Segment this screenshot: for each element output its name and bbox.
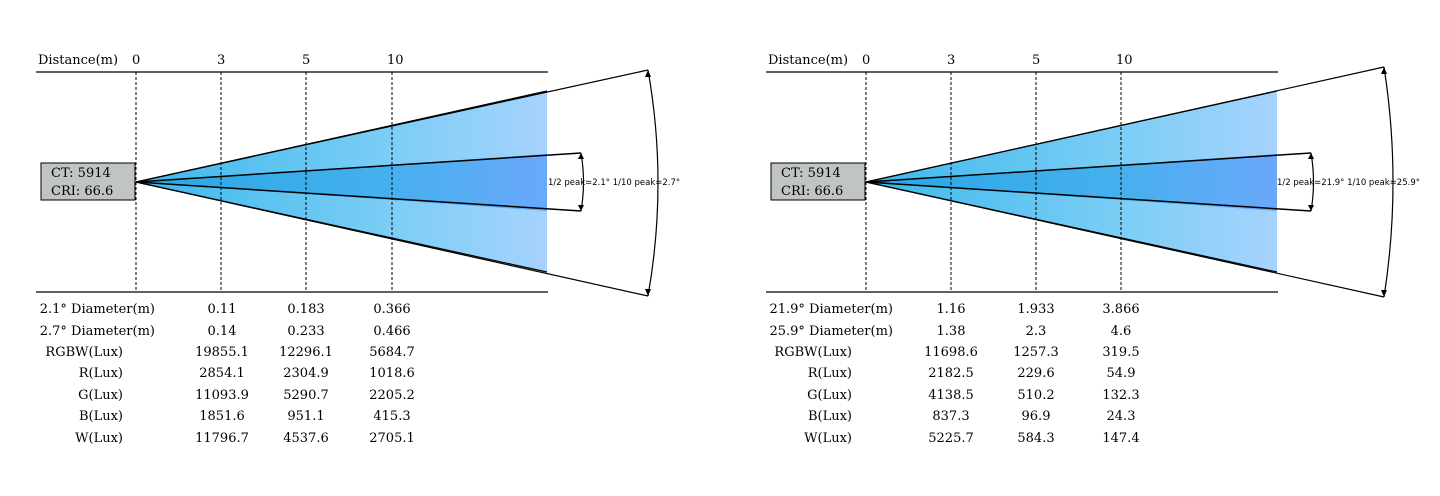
distance-0: 0 xyxy=(862,53,870,68)
ct-value: CT: 5914 xyxy=(781,166,841,181)
angle-annotation: 1/2 peak=21.9° 1/10 peak=25.9° xyxy=(1277,178,1420,188)
row-value: 0.14 xyxy=(208,324,237,339)
row-label: B(Lux) xyxy=(808,409,852,424)
row-value: 4.6 xyxy=(1111,324,1132,339)
row-label: B(Lux) xyxy=(79,409,123,424)
row-value: 2182.5 xyxy=(928,366,974,381)
row-value: 2304.9 xyxy=(283,366,329,381)
row-value: 54.9 xyxy=(1107,366,1136,381)
ct-box xyxy=(770,162,866,201)
row-value: 96.9 xyxy=(1022,409,1051,424)
distance-3: 3 xyxy=(947,53,955,68)
tenth-peak-arc xyxy=(647,69,659,297)
panel-2: Distance(m) 0 3 5 10 CT: 5914 CRI: 66.6 … xyxy=(766,53,1420,446)
row-value: 584.3 xyxy=(1017,431,1054,446)
row-value: 2205.2 xyxy=(369,388,415,403)
half-peak-bottom xyxy=(135,181,582,212)
row-value: 1.16 xyxy=(937,302,966,317)
beam-core xyxy=(136,154,547,211)
row-value: 1.933 xyxy=(1017,302,1054,317)
tenth-peak-top xyxy=(865,66,1385,183)
row-value: 2705.1 xyxy=(369,431,415,446)
row-value: 24.3 xyxy=(1107,409,1136,424)
row-value: 0.466 xyxy=(373,324,410,339)
row-label: 25.9° Diameter(m) xyxy=(769,324,893,339)
ct-value: CT: 5914 xyxy=(51,166,111,181)
arrow-head xyxy=(1381,67,1387,74)
row-label: RGBW(Lux) xyxy=(45,345,123,360)
distance-3: 3 xyxy=(217,53,225,68)
beam-core xyxy=(866,154,1277,211)
row-label: 21.9° Diameter(m) xyxy=(769,302,893,317)
row-label: 2.1° Diameter(m) xyxy=(40,302,155,317)
distance-10: 10 xyxy=(387,53,404,68)
row-value: 4537.6 xyxy=(283,431,329,446)
row-value: 12296.1 xyxy=(279,345,333,360)
row-label: R(Lux) xyxy=(79,366,123,381)
cri-value: CRI: 66.6 xyxy=(51,184,113,199)
row-value: 1257.3 xyxy=(1013,345,1059,360)
arrow-head xyxy=(1308,205,1314,211)
row-value: 837.3 xyxy=(932,409,969,424)
arrow-head xyxy=(645,289,651,296)
row-value: 3.866 xyxy=(1102,302,1139,317)
distance-label: Distance(m) xyxy=(38,53,118,68)
arrow-head xyxy=(645,70,651,77)
angle-annotation: 1/2 peak=2.1° 1/10 peak=2.7° xyxy=(548,178,680,188)
row-value: 415.3 xyxy=(373,409,410,424)
row-value: 11796.7 xyxy=(195,431,249,446)
distance-5: 5 xyxy=(302,53,310,68)
row-value: 0.366 xyxy=(373,302,410,317)
panel-1: Distance(m) 0 3 5 10 CT: 5914 CRI: 66.6 … xyxy=(36,53,680,446)
tenth-peak-arc xyxy=(1383,66,1394,298)
row-value: 11698.6 xyxy=(924,345,978,360)
row-value: 19855.1 xyxy=(195,345,249,360)
distance-5: 5 xyxy=(1032,53,1040,68)
arrow-head xyxy=(578,153,584,159)
arrow-head xyxy=(1381,290,1387,297)
row-value: 5684.7 xyxy=(369,345,415,360)
row-value: 0.233 xyxy=(287,324,324,339)
row-value: 1851.6 xyxy=(199,409,245,424)
arrow-head xyxy=(1308,153,1314,159)
row-label: W(Lux) xyxy=(804,431,852,446)
row-value: 147.4 xyxy=(1102,431,1139,446)
tenth-peak-bottom xyxy=(865,181,1385,298)
distance-0: 0 xyxy=(132,53,140,68)
row-value: 4138.5 xyxy=(928,388,974,403)
arrow-head xyxy=(578,205,584,211)
row-value: 229.6 xyxy=(1017,366,1054,381)
distance-10: 10 xyxy=(1116,53,1133,68)
half-peak-top xyxy=(865,152,1312,183)
row-label: 2.7° Diameter(m) xyxy=(40,324,155,339)
row-value: 5225.7 xyxy=(928,431,974,446)
distance-label: Distance(m) xyxy=(768,53,848,68)
row-value: 2854.1 xyxy=(199,366,245,381)
half-peak-bottom xyxy=(865,181,1312,212)
cri-value: CRI: 66.6 xyxy=(781,184,843,199)
row-value: 132.3 xyxy=(1102,388,1139,403)
half-peak-top xyxy=(135,152,582,183)
row-value: 0.183 xyxy=(287,302,324,317)
row-label: R(Lux) xyxy=(808,366,852,381)
row-value: 951.1 xyxy=(287,409,324,424)
row-value: 2.3 xyxy=(1026,324,1047,339)
row-value: 5290.7 xyxy=(283,388,329,403)
row-label: W(Lux) xyxy=(75,431,123,446)
row-value: 0.11 xyxy=(208,302,237,317)
row-value: 1018.6 xyxy=(369,366,415,381)
row-value: 319.5 xyxy=(1102,345,1139,360)
row-label: G(Lux) xyxy=(807,388,852,403)
row-label: RGBW(Lux) xyxy=(774,345,852,360)
row-value: 1.38 xyxy=(937,324,966,339)
row-value: 510.2 xyxy=(1017,388,1054,403)
ct-box xyxy=(40,162,136,201)
row-label: G(Lux) xyxy=(78,388,123,403)
row-value: 11093.9 xyxy=(195,388,249,403)
